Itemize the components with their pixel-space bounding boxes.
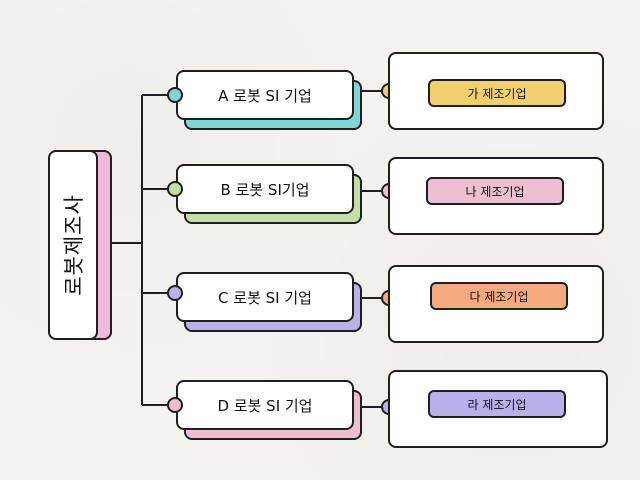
si-card-d[interactable]: D 로봇 SI 기업 xyxy=(176,380,354,430)
manufacturer-label-b: 나 제조기업 xyxy=(465,184,525,199)
manufacturer-pill-c[interactable]: 다 제조기업 xyxy=(430,282,568,310)
si-label-d: D 로봇 SI 기업 xyxy=(217,396,313,415)
si-card-a[interactable]: A 로봇 SI 기업 xyxy=(176,70,354,120)
connector-dot-c-left xyxy=(167,285,183,301)
root-card[interactable]: 로봇제조사 xyxy=(48,150,98,340)
manufacturer-pill-a[interactable]: 가 제조기업 xyxy=(428,79,566,107)
connector-dot-b-left xyxy=(167,181,183,197)
si-label-a: A 로봇 SI 기업 xyxy=(218,86,312,105)
manufacturer-label-c: 다 제조기업 xyxy=(469,289,529,304)
si-label-c: C 로봇 SI 기업 xyxy=(218,288,312,307)
connector-dot-d-left xyxy=(167,397,183,413)
si-card-b[interactable]: B 로봇 SI기업 xyxy=(176,164,354,214)
manufacturer-pill-d[interactable]: 라 제조기업 xyxy=(428,390,566,418)
manufacturer-label-d: 라 제조기업 xyxy=(467,397,527,412)
connector-dot-a-left xyxy=(167,87,183,103)
manufacturer-pill-b[interactable]: 나 제조기업 xyxy=(426,177,564,205)
si-card-c[interactable]: C 로봇 SI 기업 xyxy=(176,272,354,322)
manufacturer-label-a: 가 제조기업 xyxy=(467,86,527,101)
si-label-b: B 로봇 SI기업 xyxy=(220,180,310,199)
root-label: 로봇제조사 xyxy=(62,194,87,296)
